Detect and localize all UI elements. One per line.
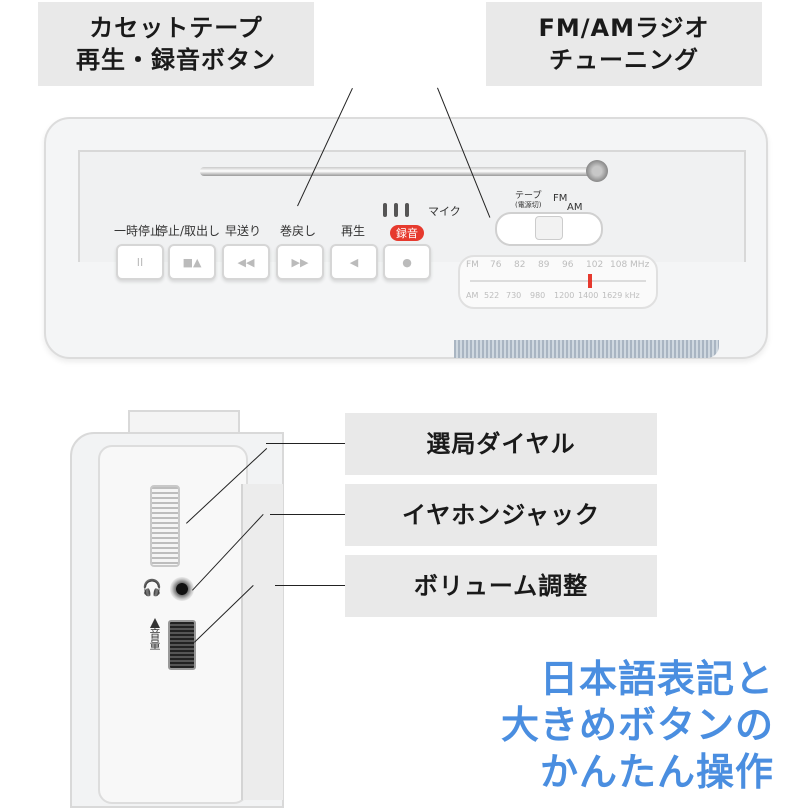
switch-label-fm: FM [553, 193, 568, 204]
button-label-play: 再生 [340, 224, 365, 238]
dial-fm-tick: 76 [490, 260, 502, 270]
tuning-dial[interactable] [150, 485, 180, 567]
dial-am-tick: 1400 [578, 291, 599, 300]
tagline: 日本語表記と 大きめボタンの かんたん操作 [501, 656, 774, 795]
volume-label: 音量 [148, 628, 161, 650]
callout-line: チューニング [549, 46, 699, 74]
earphone-jack[interactable] [170, 577, 194, 601]
switch-label-am: AM [567, 202, 583, 213]
telescopic-antenna [200, 167, 595, 176]
button-label-fast-forward: 早送り [224, 224, 261, 238]
pause-button[interactable]: II [116, 244, 164, 280]
callout-radio-tuning: FM/AMラジオ チューニング [486, 2, 762, 86]
callout-volume: ボリューム調整 [345, 555, 657, 617]
switch-knob[interactable] [535, 216, 563, 240]
callout-line: 選局ダイヤル [426, 429, 576, 458]
dial-am-tick: 1629 kHz [602, 291, 640, 300]
mic-label: マイク [428, 205, 461, 218]
pause-icon: II [136, 255, 144, 269]
tagline-line: かんたん操作 [539, 749, 774, 794]
switch-label-tape-text: テープ [515, 191, 542, 201]
callout-cassette-buttons: カセットテープ 再生・録音ボタン [38, 2, 314, 86]
dial-fm-band: FM [466, 260, 479, 270]
dial-fm-tick: 108 MHz [610, 260, 650, 270]
switch-label-tape: テープ (電源切) [515, 191, 542, 210]
speaker-grille [454, 340, 719, 358]
fast-forward-icon: ◀◀ [237, 255, 255, 269]
button-label-record: 録音 [390, 225, 424, 241]
dial-am-tick: 730 [506, 291, 522, 300]
tuning-scale: FM 76 82 89 96 102 108 MHz AM 522 730 98… [458, 255, 658, 309]
fast-forward-button[interactable]: ◀◀ [222, 244, 270, 280]
dial-am-tick: 522 [484, 291, 500, 300]
tagline-line: 大きめボタンの [500, 703, 774, 748]
tagline-line: 日本語表記と [539, 657, 774, 701]
dial-am-tick: 980 [530, 291, 546, 300]
leader-line-jack [270, 514, 346, 515]
button-label-stop-eject: 停止/取出し [155, 224, 221, 238]
dial-am-band: AM [466, 291, 479, 300]
function-switch[interactable] [495, 212, 603, 246]
device-side-lip [241, 484, 283, 800]
headphone-icon: 🎧 [142, 578, 162, 597]
dial-needle [588, 274, 592, 288]
leader-line-volume [275, 585, 346, 586]
button-label-rewind: 巻戻し [279, 224, 316, 238]
callout-line: 再生・録音ボタン [76, 46, 276, 74]
dial-scale-line [470, 280, 646, 282]
callout-line: FM/AMラジオ [538, 13, 710, 42]
dial-fm-tick: 82 [514, 260, 526, 270]
volume-wheel[interactable] [168, 620, 196, 670]
dial-fm-tick: 89 [538, 260, 550, 270]
dial-am-tick: 1200 [554, 291, 575, 300]
mic-icon [383, 202, 409, 218]
stop-eject-icon: ■▲ [182, 255, 202, 269]
volume-arrow-icon [150, 618, 160, 628]
rewind-icon: ▶▶ [291, 255, 309, 269]
play-button[interactable]: ◀ [330, 244, 378, 280]
switch-label-power-off: (電源切) [515, 200, 542, 209]
play-icon: ◀ [349, 255, 359, 269]
record-icon: ● [402, 255, 412, 269]
callout-line: ボリューム調整 [413, 571, 589, 600]
callout-line: イヤホンジャック [401, 500, 601, 529]
callout-line: カセットテープ [89, 13, 263, 42]
rewind-button[interactable]: ▶▶ [276, 244, 324, 280]
dial-fm-tick: 102 [586, 260, 604, 270]
dial-fm-tick: 96 [562, 260, 574, 270]
stop-eject-button[interactable]: ■▲ [168, 244, 216, 280]
callout-earphone-jack: イヤホンジャック [345, 484, 657, 546]
callout-tuning-dial: 選局ダイヤル [345, 413, 657, 475]
record-button[interactable]: ● [383, 244, 431, 280]
button-label-pause: 一時停止 [113, 224, 162, 238]
leader-line-dial [266, 443, 346, 444]
antenna-tip [586, 160, 608, 182]
